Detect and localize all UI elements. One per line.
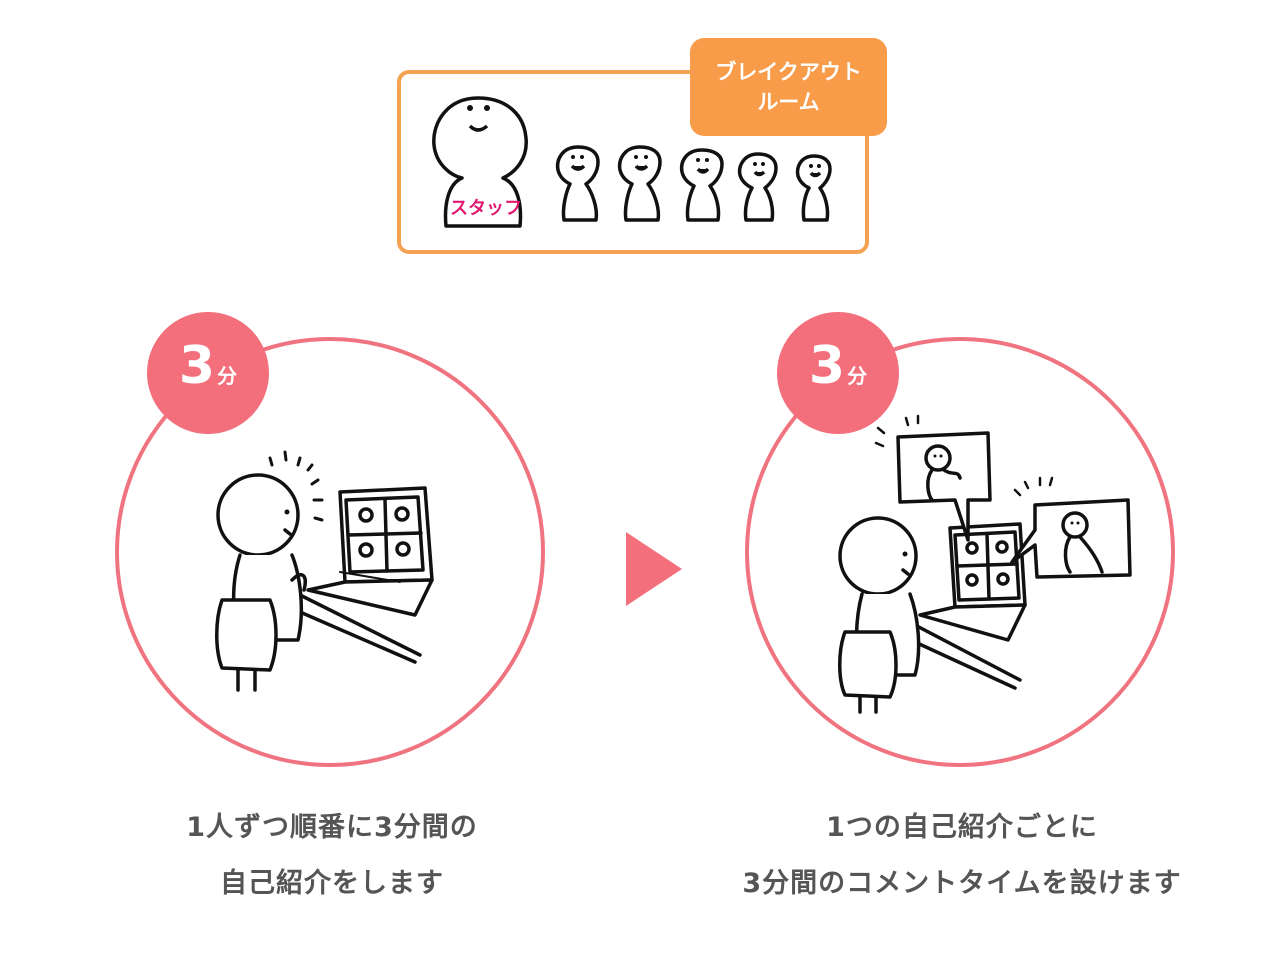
badge-number: 3 [178, 336, 216, 396]
participant-figure [737, 152, 778, 222]
desk [298, 593, 422, 664]
caption-line-1: 1つの自己紹介ごとに [826, 812, 1098, 843]
step1-caption: 1人ずつ順番に3分間の 自己紹介をします [82, 800, 582, 912]
laptop-keyboard [918, 603, 1027, 642]
step2-caption: 1つの自己紹介ごとに 3分間のコメントタイムを設けます [712, 800, 1212, 912]
participant-figure [679, 148, 724, 222]
caption-line-2: 自己紹介をします [220, 868, 444, 899]
chair [215, 598, 278, 672]
step1-illustration [215, 450, 434, 692]
desk [913, 623, 1022, 690]
chair [838, 630, 898, 699]
staff-label: スタッフ [450, 198, 522, 219]
participant-figure [795, 154, 832, 222]
step1-badge: 3 分 [147, 312, 269, 434]
tag-line-1: ブレイクアウト [715, 60, 862, 84]
badge-number: 3 [808, 336, 846, 396]
next-arrow [626, 532, 682, 606]
tag-line-2: ルーム [757, 90, 820, 114]
badge-unit: 分 [847, 364, 868, 388]
laptop-keyboard [306, 578, 434, 617]
staff-figure: スタッフ [432, 96, 528, 228]
participant-figure [617, 145, 662, 222]
participant-figure [555, 145, 600, 222]
caption-line-1: 1人ずつ順番に3分間の [186, 812, 478, 843]
person-head [216, 473, 300, 557]
participant-figures [555, 145, 832, 222]
comment-bubble-1 [896, 431, 992, 542]
caption-line-2: 3分間のコメントタイムを設けます [742, 868, 1182, 899]
badge-unit: 分 [217, 364, 238, 388]
breakout-room-tag: ブレイクアウト ルーム [690, 38, 887, 136]
step2-badge: 3 分 [777, 312, 899, 434]
step2-illustration [838, 414, 1132, 714]
